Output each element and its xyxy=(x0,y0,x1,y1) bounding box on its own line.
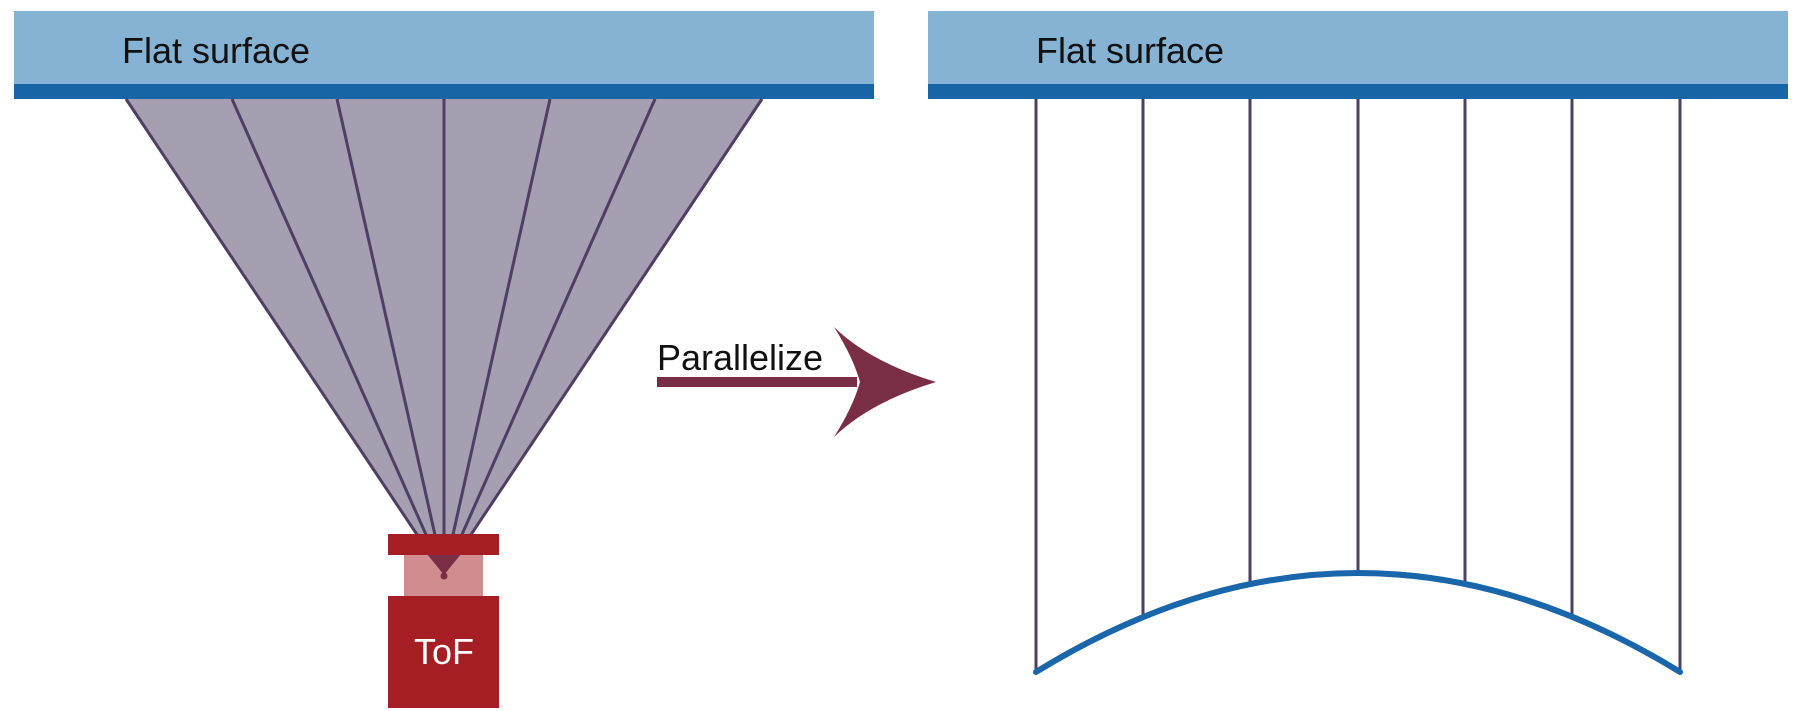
sensor-top-bar xyxy=(388,534,499,555)
parallel-rays xyxy=(1034,99,1682,672)
left-surface-edge xyxy=(14,84,874,99)
ray-line xyxy=(442,98,657,576)
diverging-rays xyxy=(124,98,764,576)
sensor-aperture xyxy=(440,572,448,580)
right-flat-surface xyxy=(928,11,1788,85)
right-panel: Flat surface xyxy=(928,11,1788,675)
left-surface-label: Flat surface xyxy=(122,30,310,71)
left-flat-surface xyxy=(14,11,874,85)
curved-depth-profile xyxy=(1033,570,1683,675)
sensor-lens-cone xyxy=(427,554,461,575)
ray-line xyxy=(124,98,446,576)
arrow-shaft xyxy=(657,377,857,387)
ray-line xyxy=(442,98,552,576)
parallelize-arrow: Parallelize xyxy=(657,327,936,437)
right-surface-edge xyxy=(928,84,1788,99)
sensor-body xyxy=(388,596,499,708)
sensor-label: ToF xyxy=(414,631,474,672)
ray-line xyxy=(230,98,446,576)
ray-line xyxy=(335,98,446,576)
ray-line xyxy=(442,98,764,576)
tof-sensor: ToF xyxy=(388,534,499,708)
right-surface-label: Flat surface xyxy=(1036,30,1224,71)
arrow-head xyxy=(834,327,936,437)
left-panel: Flat surface ToF xyxy=(14,11,874,708)
parallelize-label: Parallelize xyxy=(657,337,823,378)
